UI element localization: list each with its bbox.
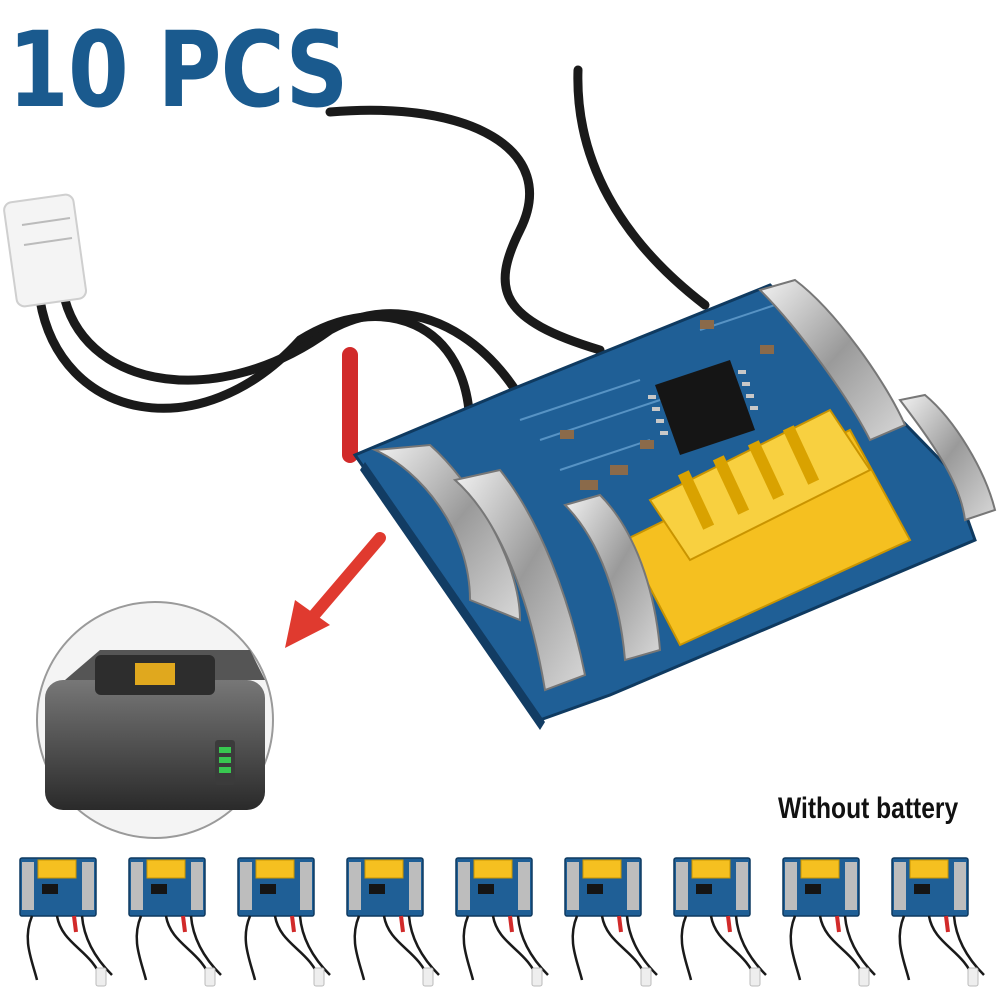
wires	[35, 65, 710, 560]
pcb-board-thumbnail	[19, 857, 113, 987]
battery-pack-icon	[36, 601, 274, 839]
pcb-board-thumbnail	[455, 857, 549, 987]
pcb-board-thumbnail	[782, 857, 876, 987]
pcb-board-icon	[352, 278, 997, 730]
headline-title: 10 PCS	[8, 9, 348, 131]
without-battery-note: Without battery	[778, 792, 959, 825]
pcb-board-thumbnail	[346, 857, 440, 987]
pcb-board-thumbnail	[891, 857, 985, 987]
red-arrow-icon	[285, 532, 386, 648]
pcb-board-thumbnail	[237, 857, 331, 987]
pcb-board-thumbnail	[673, 857, 767, 987]
pcb-board-thumbnail	[564, 857, 658, 987]
thermistor-icon	[3, 193, 88, 308]
pcb-board-thumbnail	[128, 857, 222, 987]
yellow-connector	[623, 408, 912, 647]
thumbnail-strip	[0, 840, 1000, 1000]
metal-terminals	[371, 278, 997, 692]
